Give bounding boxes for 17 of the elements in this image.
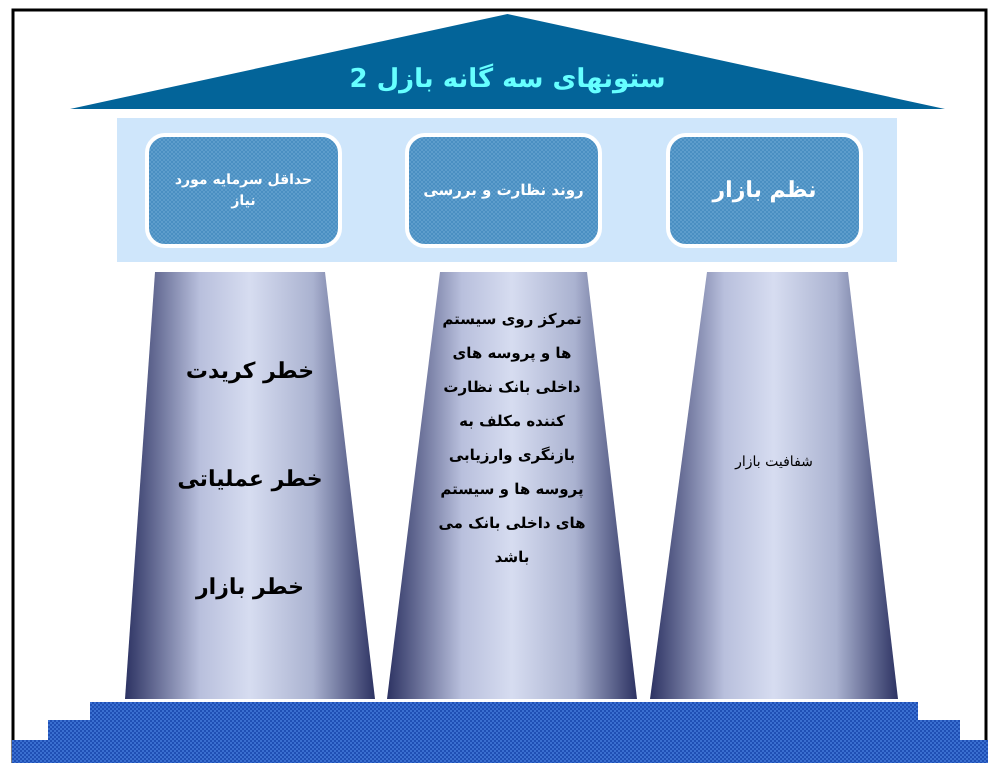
- pillar-text: شفافیت بازار: [734, 453, 814, 472]
- pillar-heading: حداقل سرمایه مورد نیاز: [174, 170, 314, 210]
- pillar-heading: نظم بازار: [712, 177, 816, 205]
- capital-panel: [117, 118, 897, 262]
- pillar-column: [387, 272, 637, 699]
- pillar-text: خطر عملیاتی: [177, 466, 323, 494]
- pillar-text: خطر بازار: [196, 574, 304, 602]
- pillar-capital-box: [666, 133, 863, 248]
- roof-banner: [70, 14, 945, 109]
- title-text: ستونهای سه گانه بازل 2: [349, 62, 666, 96]
- pillar-capital-box: [405, 133, 602, 248]
- pillar-text: خطر کریدت: [186, 358, 314, 386]
- pillar-heading: روند نظارت و بررسی: [423, 180, 584, 202]
- pillar-column: [125, 272, 375, 699]
- pillar-text: تمرکز روی سیستم ها و پروسه های داخلی بانک نظارت کننده مکلف به بازنگری وارزیابی پروسه ها و سیستم های داخلی بانک می باشد: [437, 309, 587, 568]
- pillar-capital-box: [145, 133, 342, 248]
- pillar-column: [650, 272, 898, 699]
